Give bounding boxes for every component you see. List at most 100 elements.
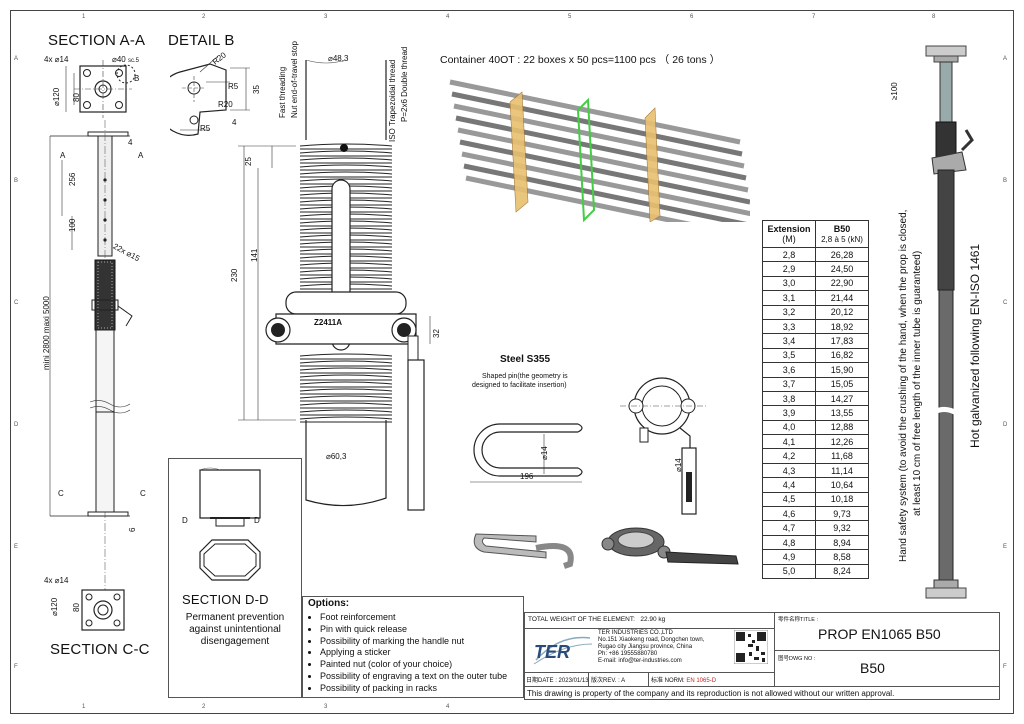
packed-props-image [449,79,750,222]
section-cc-dim-120: ⌀120 [50,597,59,616]
load-table-load-cell: 10,64 [815,477,869,493]
pin-d196: 196 [520,472,534,481]
pin-d14: ⌀14 [540,446,549,460]
thread-ridge [299,367,393,374]
prop-marker-a: A [60,151,66,160]
section-dd-box [168,458,302,698]
options-list: Foot reinforcement Pin with quick releas… [308,612,507,695]
dwg-number: B50 [860,660,885,676]
thread-d32: 32 [432,329,441,338]
rev-label: 版次REV. : A [591,678,626,684]
section-aa-holes: 4x ⌀14 [44,55,69,64]
prop-side-view [49,120,133,590]
pin-note-1: Shaped pin(the geometry is [482,373,568,380]
load-table-extension-cell: 2,9 [762,261,816,277]
company-info: TER INDUSTRIES CO.,LTD No.151 Xiaokeng r… [598,630,705,664]
load-table-load-cell: 21,44 [815,290,869,306]
pin-nut-photo [473,527,739,569]
title-block-line [588,672,589,686]
section-dd-marker-left: D [182,516,188,525]
load-table-extension-cell: 5,0 [762,563,816,579]
load-table-extension-cell: 3,8 [762,390,816,407]
load-table-load-cell: 10,18 [815,491,869,508]
nut-mark: Z2411A [314,318,343,327]
packed-prop [449,79,741,145]
grid-row-c-right: C [1003,300,1008,306]
option-item: Pin with quick release [320,624,507,636]
grid-col-5: 5 [568,14,572,20]
section-aa-ref-b: B [134,74,140,83]
detail-b-r5-b: R5 [200,124,211,133]
load-table-load-cell: 20,12 [815,304,869,320]
section-cc-title: SECTION C-C [50,641,150,658]
detail-b-r5-a: R5 [228,82,239,91]
ter-logo-mark [533,636,593,665]
right-d100: ≥100 [890,82,899,100]
option-item: Possibility of packing in racks [320,683,507,695]
prop-marker-c: C [58,489,64,498]
thread-d25: 25 [244,157,253,166]
thread-ridge [299,150,393,157]
title-block-line [648,672,649,686]
thread-ridge [299,360,393,367]
thread-ridge [299,374,393,381]
nut-d14: ⌀14 [674,458,683,472]
load-table-load-cell: 9,73 [815,506,869,522]
packed-prop [457,127,749,193]
thread-d141: 141 [250,248,259,262]
prop-photo [925,45,974,599]
load-table-load-cell: 12,26 [815,434,869,450]
grid-col-7: 7 [812,14,816,20]
load-table-extension-cell: 4,2 [762,448,816,464]
detail-b-drawing [170,55,250,136]
grid-row-e-right: E [1003,544,1008,550]
pin-drawing [470,423,583,483]
load-table-extension-cell: 4,8 [762,534,816,551]
grid-col-4-bottom: 4 [446,704,450,710]
section-aa-title: SECTION A-A [48,32,146,49]
load-table-extension-cell: 4,6 [762,506,816,522]
load-table-load-cell: 17,83 [815,333,869,349]
packed-prop [463,163,748,222]
load-table-load-cell: 15,90 [815,362,869,378]
option-item: Foot reinforcement [320,612,507,624]
thread-ridge [299,164,393,171]
grid-col-6: 6 [690,14,694,20]
grid-row-b-right: B [1003,178,1008,184]
section-cc-holes: 4x ⌀14 [44,576,69,585]
section-aa-dia: ⌀40 sc.5 [112,55,139,64]
option-item: Possibility of marking the handle nut [320,636,507,648]
grid-col-1-bottom: 1 [82,704,86,710]
title-block [524,612,1000,700]
options-box [302,596,524,698]
safety-note-line2: at least 10 cm of free length of the inn… [912,250,923,516]
grid-row-d: D [14,422,19,428]
prop-d6: 6 [128,527,137,532]
thread-ridge [299,171,393,178]
drawing-frame [10,10,1014,714]
load-table-extension-cell: 3,1 [762,290,816,306]
steel-label: Steel S355 [500,354,551,365]
product-title: PROP EN1065 B50 [818,626,941,642]
option-item: Possibility of engraving a text on the o… [320,671,507,683]
grid-col-2: 2 [202,14,206,20]
load-table-load-cell: 15,05 [815,376,869,392]
load-table-load-cell: 16,82 [815,347,869,364]
load-table-load-cell: 13,55 [815,405,869,421]
footer-note: This drawing is property of the company … [527,689,895,698]
section-dd-description: Permanent prevention against unintention… [185,612,285,647]
safety-note-line1: Hand safety system (to avoid the crushin… [898,209,909,562]
